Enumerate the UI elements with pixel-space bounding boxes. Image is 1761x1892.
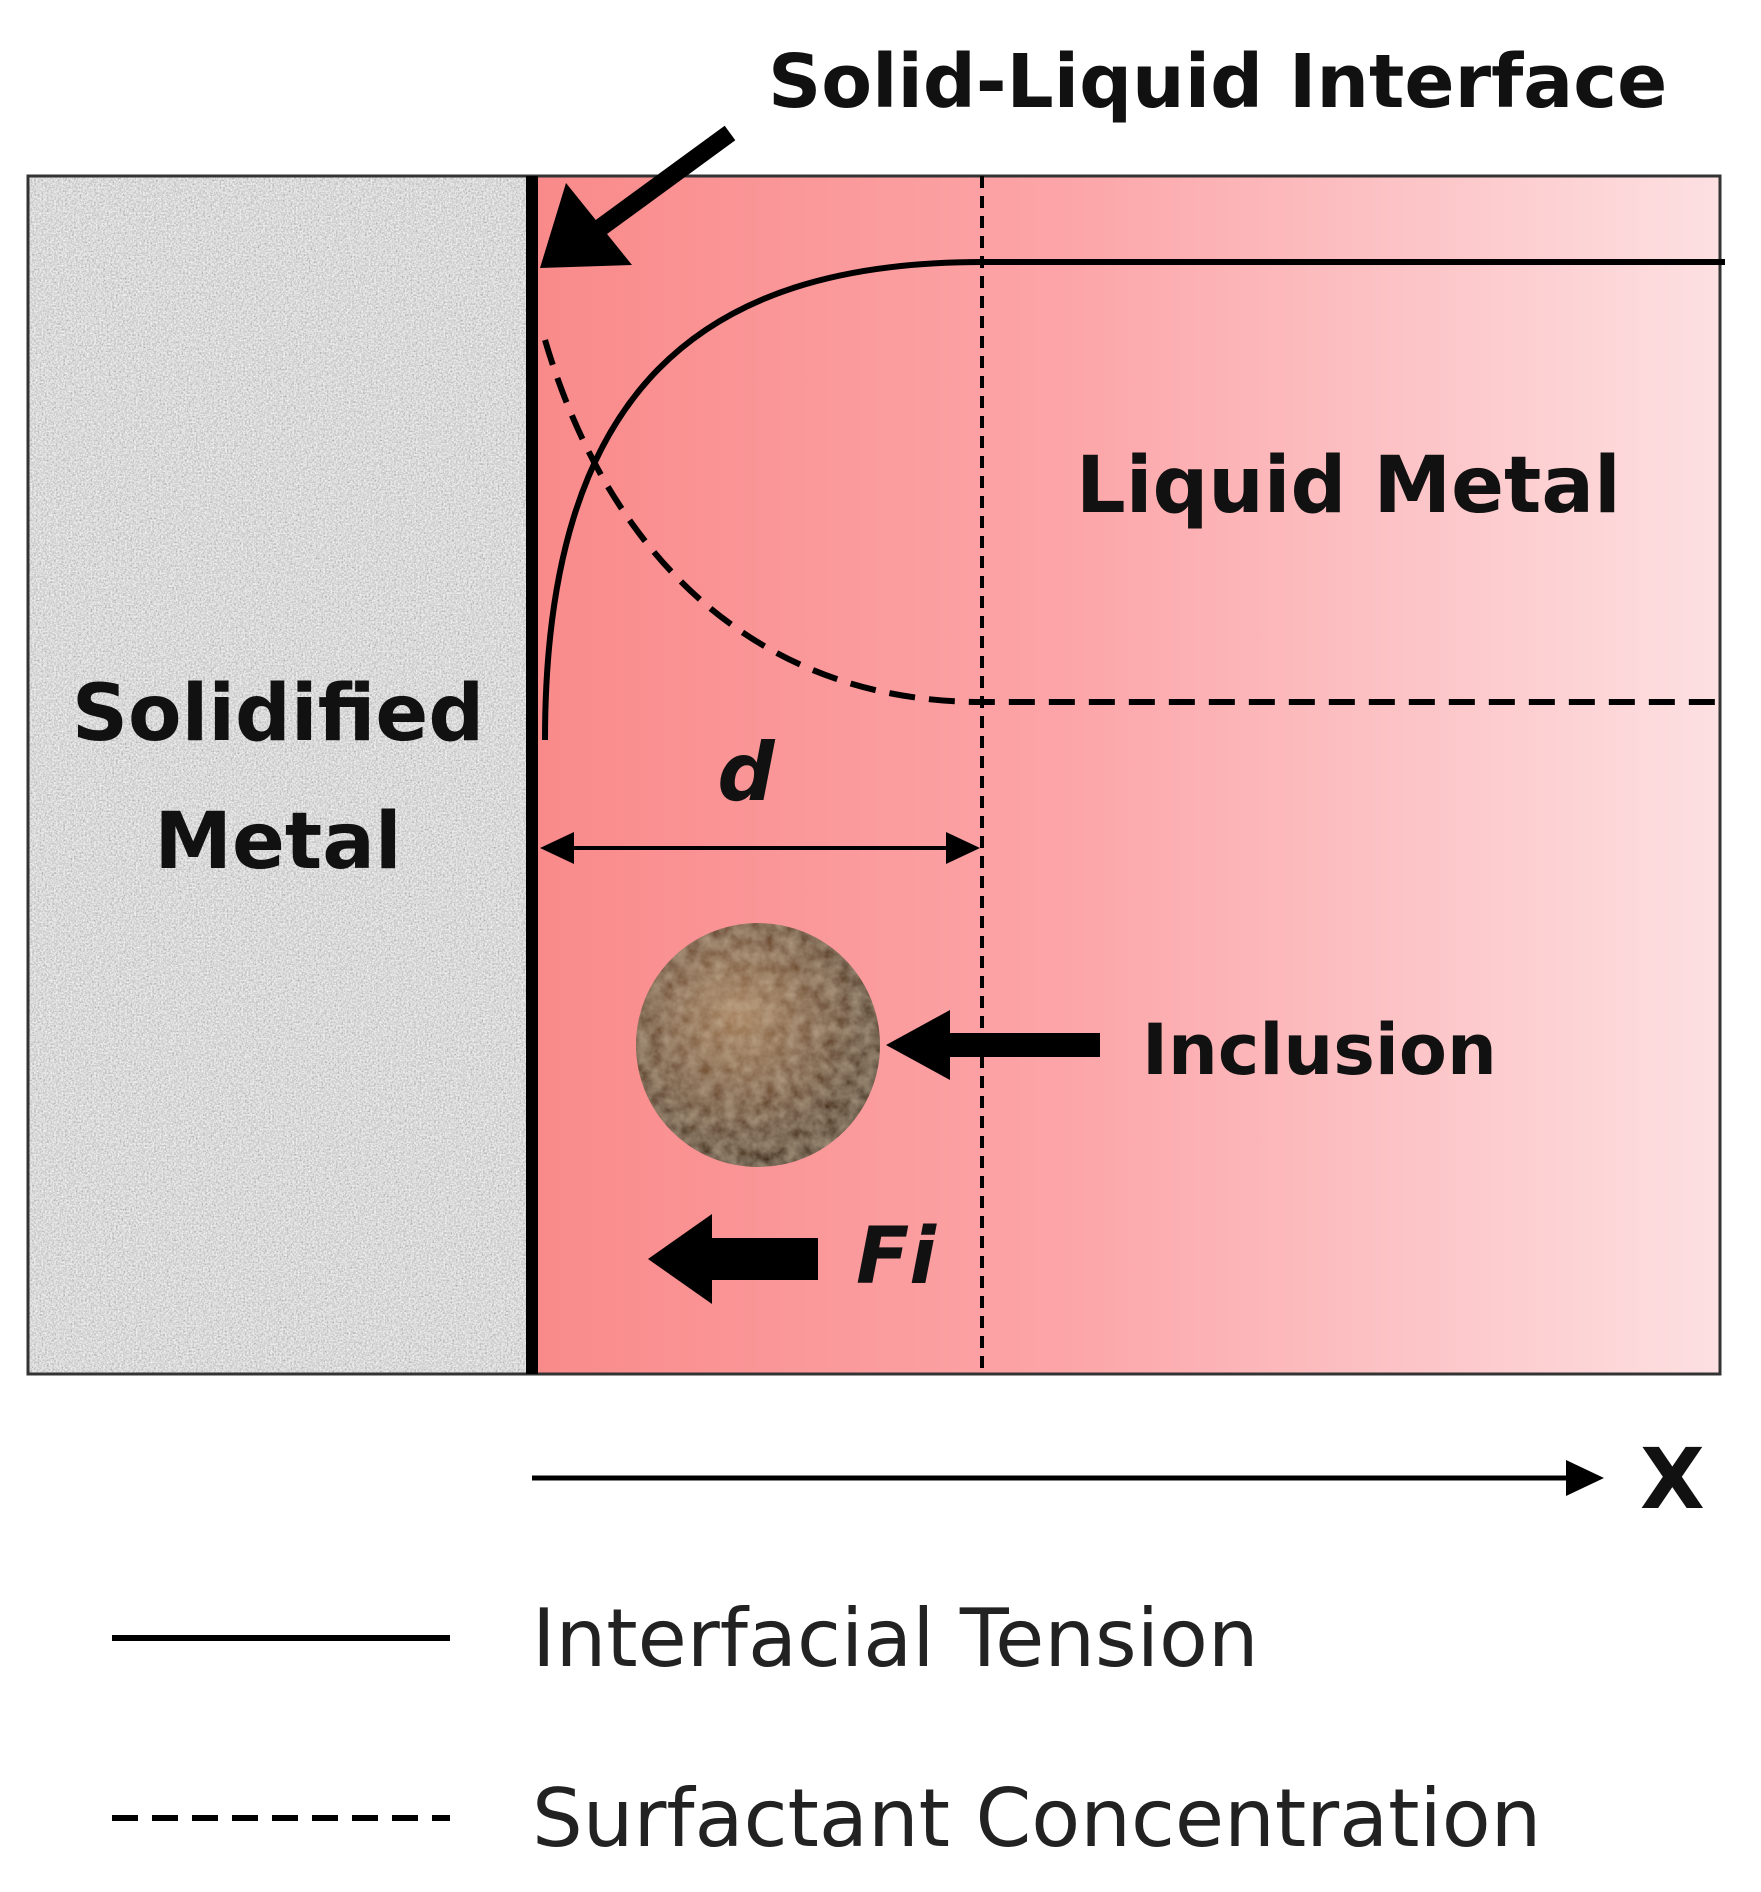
interfacial-tension-curve	[542, 259, 1725, 741]
inclusion-particle	[636, 923, 880, 1167]
solidified-metal-label-line2: Metal	[154, 797, 401, 887]
interface-label: Solid-Liquid Interface	[768, 39, 1667, 125]
distance-d-arrow	[540, 832, 980, 864]
inclusion-pointer-arrow	[886, 1010, 1100, 1080]
legend-surfactant-concentration-label: Surfactant Concentration	[532, 1772, 1541, 1865]
solidified-metal-label-line1: Solidified	[72, 669, 484, 759]
x-axis-label: X	[1640, 1430, 1705, 1528]
force-fi-arrow	[648, 1214, 818, 1304]
x-axis-arrow	[532, 1460, 1604, 1496]
interface-pointer-arrow	[540, 125, 736, 268]
surfactant-concentration-curve	[542, 339, 1725, 705]
legend-interfacial-tension-label: Interfacial Tension	[532, 1592, 1259, 1685]
force-fi-label: Fi	[856, 1212, 937, 1302]
legend: Interfacial Tension Surfactant Concentra…	[112, 1592, 1541, 1865]
liquid-metal-region	[530, 174, 1722, 1376]
inclusion-label: Inclusion	[1142, 1009, 1497, 1091]
solidified-metal-region	[28, 176, 532, 1374]
liquid-metal-label: Liquid Metal	[1076, 441, 1621, 531]
distance-d-label: d	[717, 726, 775, 819]
